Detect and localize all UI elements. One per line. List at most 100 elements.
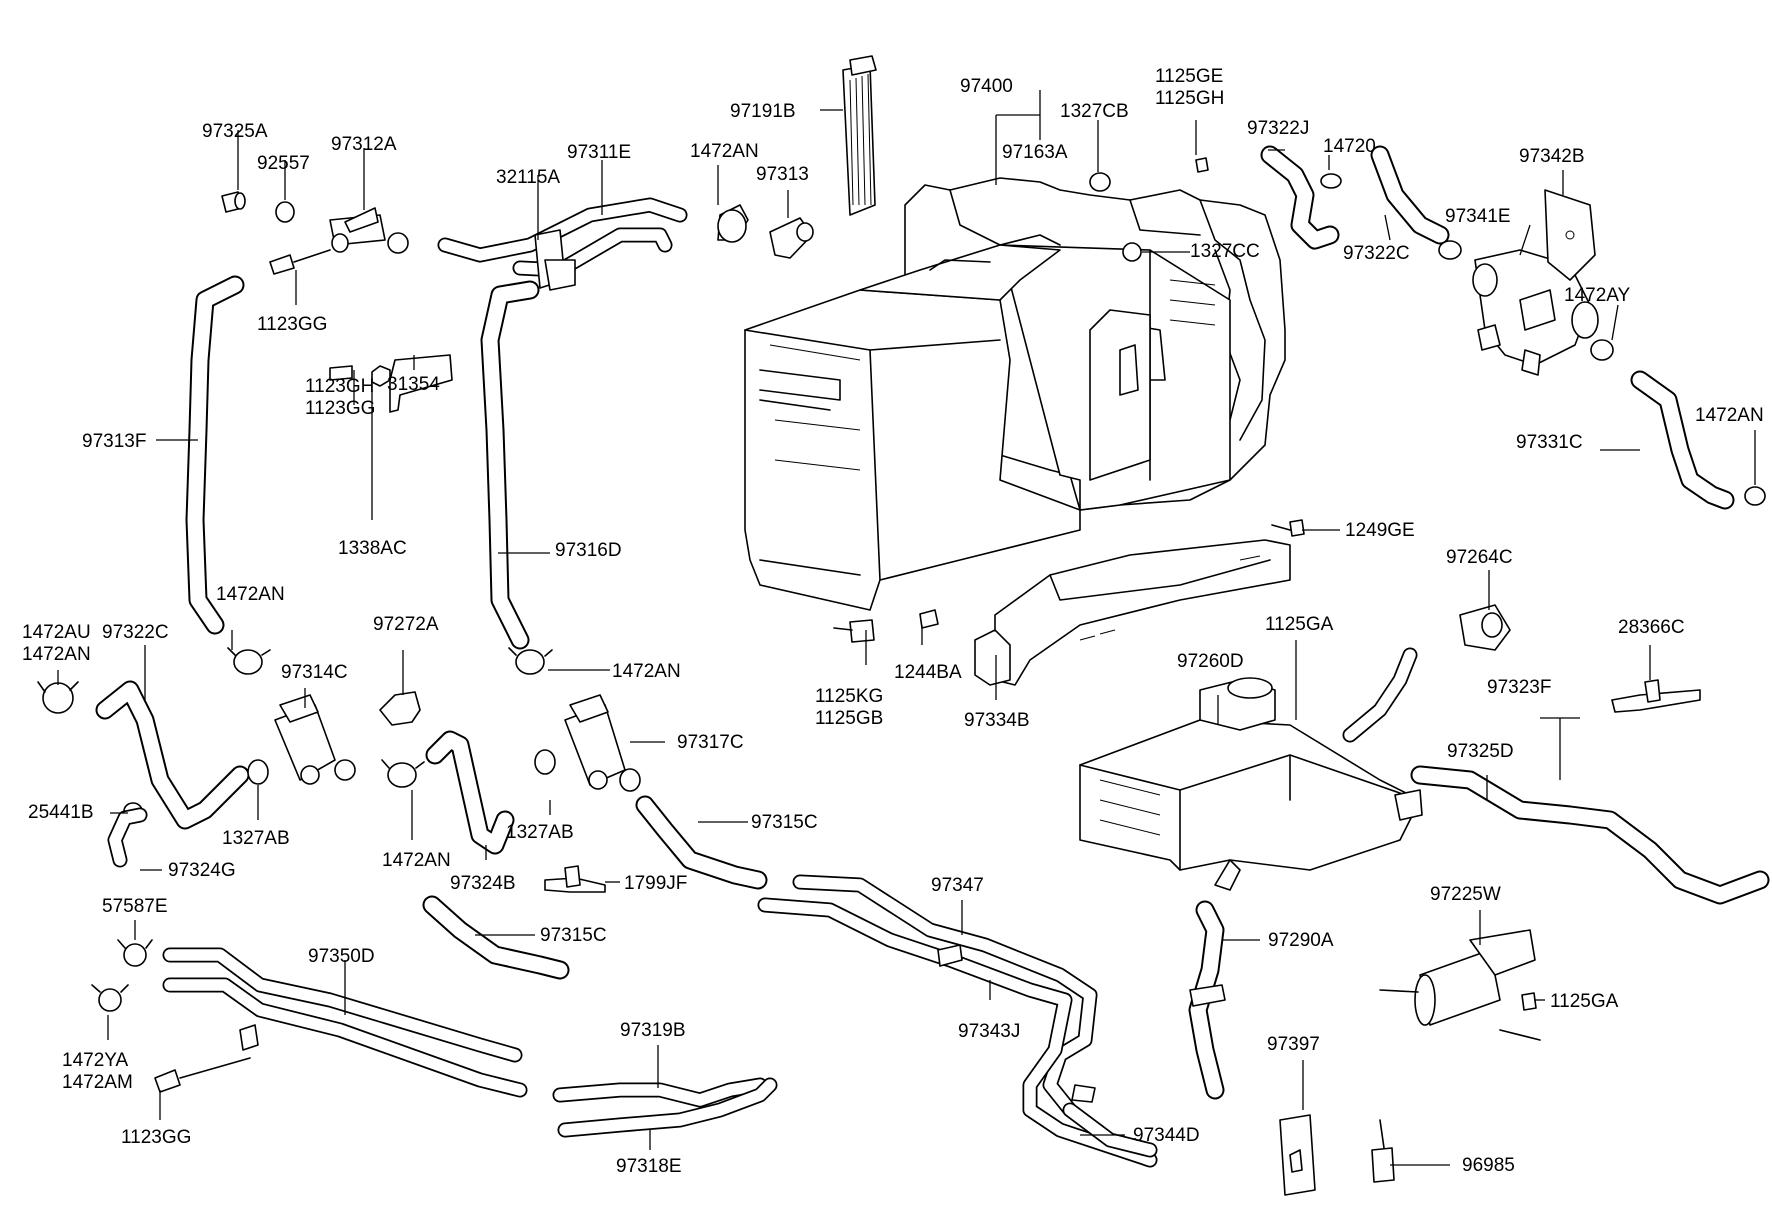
label-97397: 97397 — [1267, 1034, 1320, 1055]
label-1338AC: 1338AC — [338, 538, 407, 559]
hoses-97322J-97322C — [1260, 145, 1450, 250]
label-97324G: 97324G — [168, 860, 236, 881]
pipes-97350D — [162, 947, 528, 1098]
pipes-97347-97343J — [757, 874, 1158, 1168]
label-97324B: 97324B — [450, 873, 516, 894]
label-1472AU: 1472AU — [22, 622, 91, 643]
label-97264C: 97264C — [1446, 547, 1513, 568]
clips-left-middle — [37, 647, 553, 820]
label-97314C: 97314C — [281, 662, 348, 683]
label-97322J: 97322J — [1247, 118, 1309, 139]
hose-97324B — [425, 730, 515, 855]
hose-97316D — [480, 280, 540, 650]
label-1472AN-d: 1472AN — [22, 644, 91, 665]
label-1327CB: 1327CB — [1060, 101, 1129, 122]
label-1472AN-e: 1472AN — [612, 661, 681, 682]
label-97322C-a: 97322C — [1343, 243, 1410, 264]
label-97312A: 97312A — [331, 134, 397, 155]
hvac-unit-97400 — [744, 177, 1286, 611]
label-97341E: 97341E — [1445, 206, 1511, 227]
hose-97313F — [185, 275, 245, 635]
label-57587E: 57587E — [102, 896, 168, 917]
label-97400: 97400 — [960, 76, 1013, 97]
valve-97317C — [534, 694, 641, 792]
label-97315C-a: 97315C — [751, 812, 818, 833]
label-97334B: 97334B — [964, 710, 1030, 731]
label-97315C-b: 97315C — [540, 925, 607, 946]
hoses-97315C — [422, 795, 768, 980]
label-1327AB-b: 1327AB — [506, 822, 574, 843]
label-97260D: 97260D — [1177, 651, 1244, 672]
label-1327CC: 1327CC — [1190, 241, 1260, 262]
label-97316D: 97316D — [555, 540, 622, 561]
label-96985: 96985 — [1462, 1155, 1515, 1176]
pump-97225W — [1379, 929, 1541, 1041]
label-28366C: 28366C — [1618, 617, 1685, 638]
label-1472YA: 1472YA — [62, 1050, 129, 1071]
label-97347: 97347 — [931, 875, 984, 896]
valve-97314C — [247, 694, 356, 785]
label-1125GB: 1125GB — [815, 708, 883, 729]
label-32115A: 32115A — [496, 167, 560, 188]
label-97163A: 97163A — [1002, 142, 1068, 163]
aux-heater-97260D — [1079, 677, 1423, 891]
label-97322C-b: 97322C — [102, 622, 169, 643]
fasteners-top-center — [833, 157, 1305, 643]
hose-97290A — [1188, 900, 1226, 1100]
label-97331C: 97331C — [1516, 432, 1583, 453]
label-1125GA-b: 1125GA — [1550, 991, 1619, 1012]
label-97344D: 97344D — [1133, 1125, 1200, 1146]
label-97318E: 97318E — [616, 1156, 682, 1177]
label-1472AM: 1472AM — [62, 1072, 133, 1093]
hose-97322C-lower — [95, 680, 250, 868]
part-labels: 97325A 92557 97312A 1123GG 97313F 1123GH… — [22, 66, 1764, 1177]
clamp-97272A — [379, 691, 421, 726]
pipe-97311E — [437, 197, 688, 291]
label-1123GG-a: 1123GG — [257, 314, 327, 335]
label-97343J: 97343J — [958, 1021, 1020, 1042]
label-97311E: 97311E — [567, 142, 631, 163]
label-1327AB-a: 1327AB — [222, 828, 290, 849]
label-1472AN-b: 1472AN — [1695, 405, 1764, 426]
label-97313: 97313 — [756, 164, 809, 185]
clip-1472AN-top — [717, 204, 814, 259]
label-1472AN-c: 1472AN — [216, 584, 285, 605]
label-97317C: 97317C — [677, 732, 744, 753]
label-1123GG-c: 1123GG — [121, 1127, 191, 1148]
label-92557: 92557 — [257, 153, 310, 174]
pipes-97319B-97318E — [552, 1077, 778, 1138]
clip-1799JF — [544, 865, 606, 893]
label-1472AN-f: 1472AN — [382, 850, 451, 871]
sensor-97264C — [1459, 604, 1511, 651]
label-97342B: 97342B — [1519, 146, 1585, 167]
label-1472AY: 1472AY — [1564, 285, 1631, 306]
label-97323F: 97323F — [1487, 677, 1551, 698]
label-1125GE: 1125GE — [1155, 66, 1223, 87]
label-97225W: 97225W — [1430, 884, 1501, 905]
label-97290A: 97290A — [1268, 930, 1334, 951]
label-25441B: 25441B — [28, 802, 94, 823]
label-1125KG: 1125KG — [815, 686, 883, 707]
label-1244BA: 1244BA — [894, 662, 962, 683]
leader-lines — [57, 90, 1756, 1166]
label-1123GH: 1123GH — [305, 376, 374, 397]
label-97325D: 97325D — [1447, 741, 1514, 762]
label-1125GA-a: 1125GA — [1265, 614, 1334, 635]
label-97350D: 97350D — [308, 946, 375, 967]
parts-97397-96985 — [1279, 1114, 1395, 1196]
label-31354: 31354 — [387, 374, 440, 395]
hose-97331C — [1630, 370, 1766, 510]
tie-28366C — [1611, 679, 1701, 713]
valve-97341E — [1438, 189, 1614, 376]
label-97325A: 97325A — [202, 121, 268, 142]
label-14720: 14720 — [1323, 136, 1376, 157]
clips-lower-left — [91, 939, 251, 1093]
label-97272A: 97272A — [373, 614, 439, 635]
heater-core-97191B — [842, 55, 877, 216]
lower-bracket-97334B — [974, 539, 1291, 686]
label-1799JF: 1799JF — [624, 873, 687, 894]
label-1125GH: 1125GH — [1155, 88, 1224, 109]
label-1472AN-a: 1472AN — [690, 141, 759, 162]
label-97191B: 97191B — [730, 101, 796, 122]
label-1123GG-b: 1123GG — [305, 398, 375, 419]
